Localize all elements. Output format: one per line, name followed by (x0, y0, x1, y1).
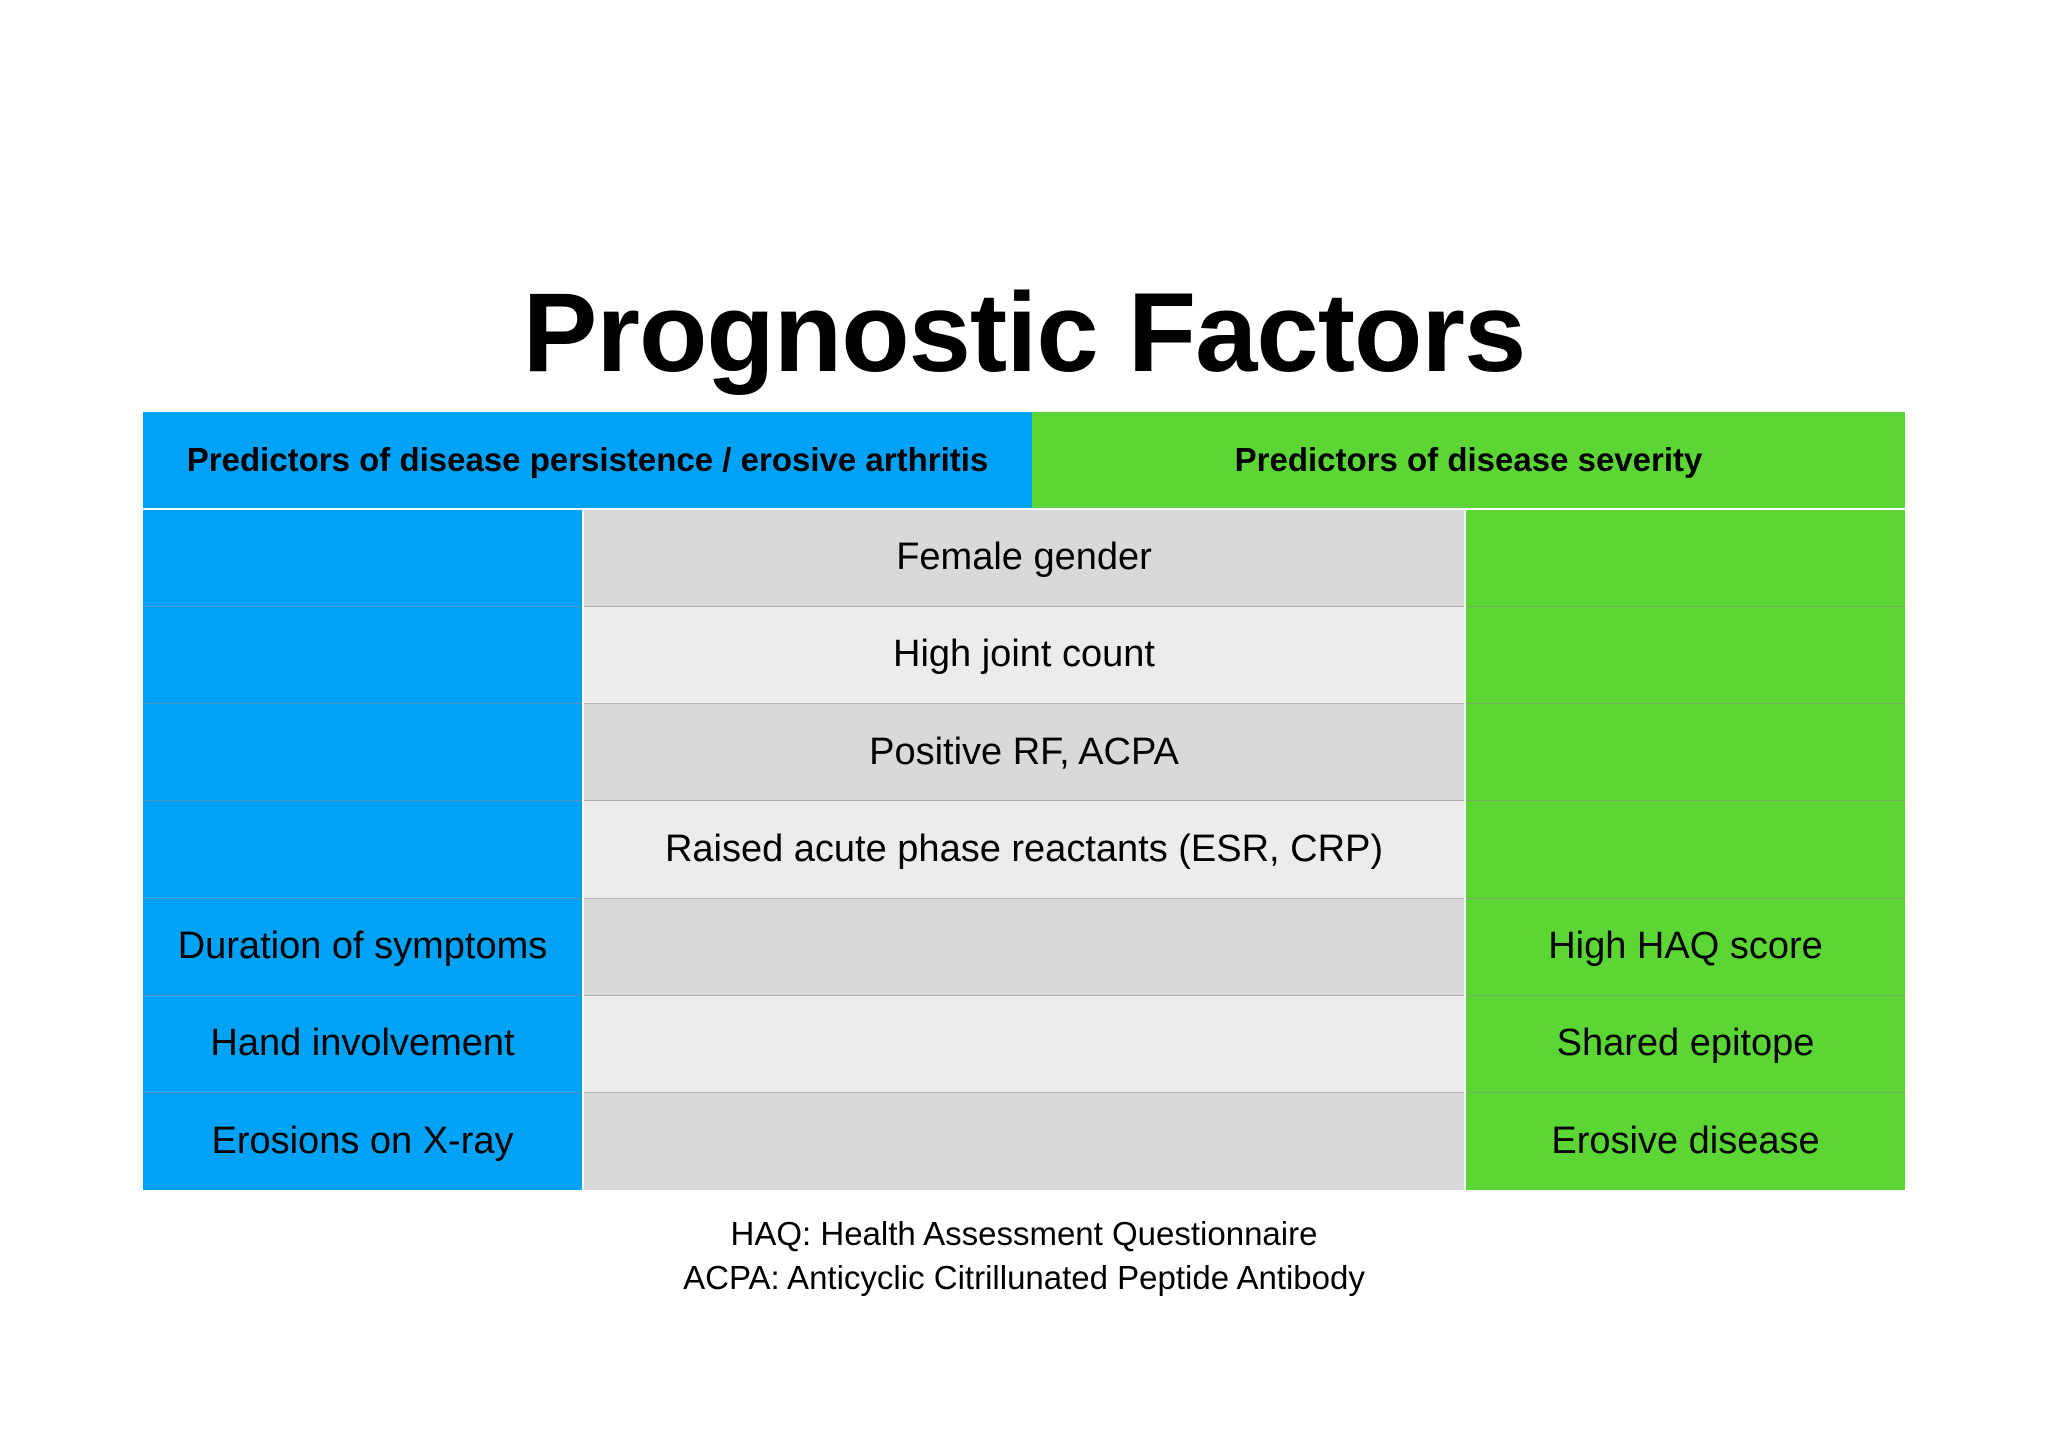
table-row: Shared epitope (1466, 995, 1905, 1093)
table-row: High joint count (584, 607, 1464, 705)
footnote-haq: HAQ: Health Assessment Questionnaire (730, 1215, 1318, 1252)
table-row: Erosions on X-ray (143, 1092, 582, 1190)
table-row: Positive RF, ACPA (584, 704, 1464, 802)
table-row (1466, 801, 1905, 899)
table-row (143, 801, 582, 899)
prognostic-factors-table: Predictors of disease persistence / eros… (143, 412, 1905, 1190)
table-row (1466, 704, 1905, 802)
table-row: Duration of symptoms (143, 898, 582, 996)
table-body: Duration of symptoms Hand involvement Er… (143, 510, 1905, 1190)
table-row (584, 995, 1464, 1093)
table-row: High HAQ score (1466, 898, 1905, 996)
table-header-row: Predictors of disease persistence / eros… (143, 412, 1905, 508)
column-header-severity-label: Predictors of disease severity (1234, 441, 1703, 479)
table-row (1466, 510, 1905, 608)
footnote-acpa: ACPA: Anticyclic Citrillunated Peptide A… (683, 1258, 1365, 1296)
table-row: Hand involvement (143, 995, 582, 1093)
table-row (143, 510, 582, 608)
column-shared-factors: Female gender High joint count Positive … (584, 510, 1464, 1190)
column-header-persistence: Predictors of disease persistence / eros… (143, 412, 1032, 508)
column-severity: High HAQ score Shared epitope Erosive di… (1466, 510, 1905, 1190)
footnote-block: HAQ: Health Assessment Questionnaire ACP… (143, 1212, 1905, 1300)
table-row (143, 704, 582, 802)
table-row: Erosive disease (1466, 1092, 1905, 1190)
table-row (1466, 607, 1905, 705)
column-persistence: Duration of symptoms Hand involvement Er… (143, 510, 582, 1190)
table-row (584, 1092, 1464, 1190)
column-header-severity: Predictors of disease severity (1032, 412, 1905, 508)
table-row: Raised acute phase reactants (ESR, CRP) (584, 801, 1464, 899)
page-title: Prognostic Factors (522, 270, 1527, 396)
table-row: Female gender (584, 510, 1464, 608)
column-header-persistence-label: Predictors of disease persistence / eros… (186, 441, 989, 479)
table-row (584, 898, 1464, 996)
table-row (143, 607, 582, 705)
